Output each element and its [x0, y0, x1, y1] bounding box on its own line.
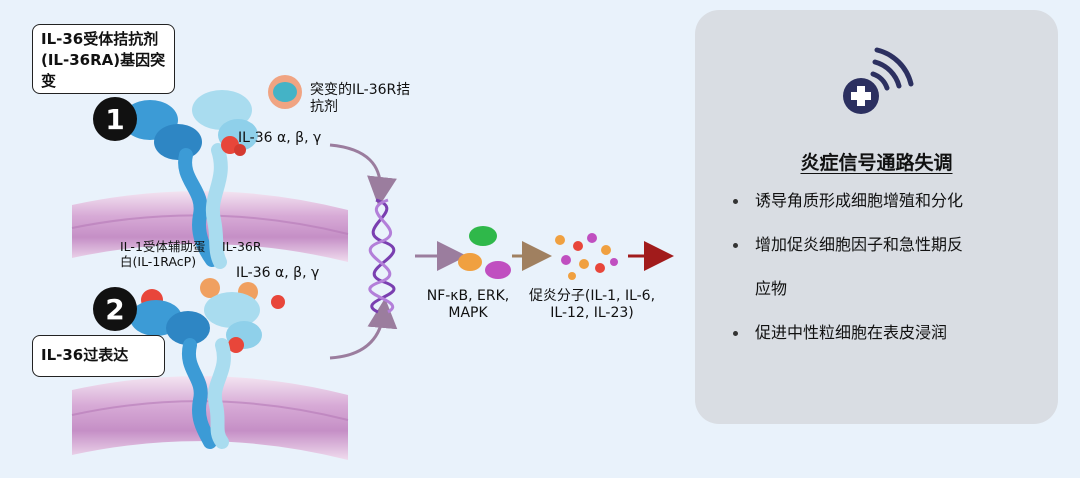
mechanism-2-number: 2	[93, 287, 137, 331]
il36-ligand-1	[221, 136, 246, 156]
mutant-antagonist-label: 突变的IL-36R拮抗剂	[310, 82, 411, 115]
receptor-complex-2	[130, 278, 285, 449]
pathways-label: NF-κB, ERK, MAPK	[426, 288, 510, 321]
accessory-protein-label: IL-1受体辅助蛋白(IL-1RAcP)	[120, 239, 206, 269]
ligand-label-2: IL-36 α, β, γ	[236, 265, 320, 281]
arrow-to-dna-lower	[329, 298, 398, 360]
dna-helix	[368, 198, 396, 314]
cytokines-label: 促炎分子(IL-1, IL-6, IL-12, IL-23)	[528, 288, 656, 321]
cytokines-icon	[555, 233, 618, 280]
list-item: 诱导角质形成细胞增殖和分化	[733, 190, 963, 211]
mechanism-1-number: 1	[93, 97, 137, 141]
ligand-label-1: IL-36 α, β, γ	[238, 130, 322, 146]
list-item: 增加促炎细胞因子和急性期反 应物	[733, 234, 963, 299]
signal-medical-cross-icon	[843, 47, 914, 114]
receptor-complex-1	[122, 90, 258, 269]
outcome-panel: 炎症信号通路失调 诱导角质形成细胞增殖和分化 增加促炎细胞因子和急性期反 应物 …	[695, 10, 1058, 424]
panel-title: 炎症信号通路失调	[800, 152, 953, 174]
arrow-to-dna-upper	[329, 143, 397, 207]
mechanism-1-label: IL-36受体拮抗剂(IL-36RA)基因突变	[32, 24, 175, 94]
mutant-antagonist-icon	[268, 75, 302, 109]
list-item-text: 增加促炎细胞因子和急性期反	[755, 235, 964, 254]
list-item: 促进中性粒细胞在表皮浸润	[733, 322, 963, 343]
receptor-label: IL-36R	[222, 239, 262, 254]
signaling-proteins-icon	[458, 226, 511, 279]
outcome-list: 诱导角质形成细胞增殖和分化 增加促炎细胞因子和急性期反 应物 促进中性粒细胞在表…	[733, 190, 963, 343]
list-item-continuation: 应物	[755, 279, 788, 298]
mechanism-2-label: IL-36过表达	[32, 335, 165, 377]
